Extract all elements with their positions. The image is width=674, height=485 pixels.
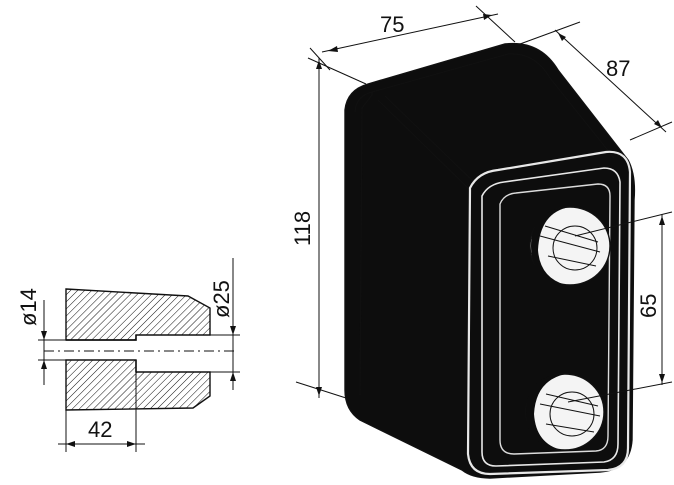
dim-hole-small: ø14 (16, 288, 66, 385)
dim-label-depth: 87 (606, 56, 630, 81)
section-lower-half (65, 359, 211, 411)
dim-width-top: 75 (309, 5, 516, 71)
dim-section-length: 42 (58, 372, 145, 452)
dim-hole-spacing: 65 (567, 211, 673, 403)
section-view: ø14 ø25 42 (16, 258, 240, 452)
dim-label-height: 118 (290, 211, 315, 246)
rubber-block (344, 42, 636, 479)
front-flange-outer (466, 150, 632, 476)
dim-depth: 87 (519, 21, 673, 141)
dim-label-section-length: 42 (88, 417, 112, 442)
front-flange-inner (481, 167, 621, 467)
dim-hole-large: ø25 (209, 258, 240, 390)
section-upper-half (65, 288, 211, 341)
lower-bore (525, 373, 605, 451)
left-edge-highlight (354, 91, 373, 396)
top-face-diagonal (377, 95, 479, 191)
dim-height: 118 (290, 57, 367, 399)
dim-label-hole-large: ø25 (209, 280, 234, 318)
bore-outline (66, 335, 137, 372)
top-face-edge (371, 53, 615, 159)
dim-label-hole-spacing: 65 (636, 294, 661, 318)
dim-label-width-top: 75 (380, 12, 404, 37)
upper-bore (529, 206, 611, 286)
dim-label-hole-small: ø14 (16, 288, 41, 326)
